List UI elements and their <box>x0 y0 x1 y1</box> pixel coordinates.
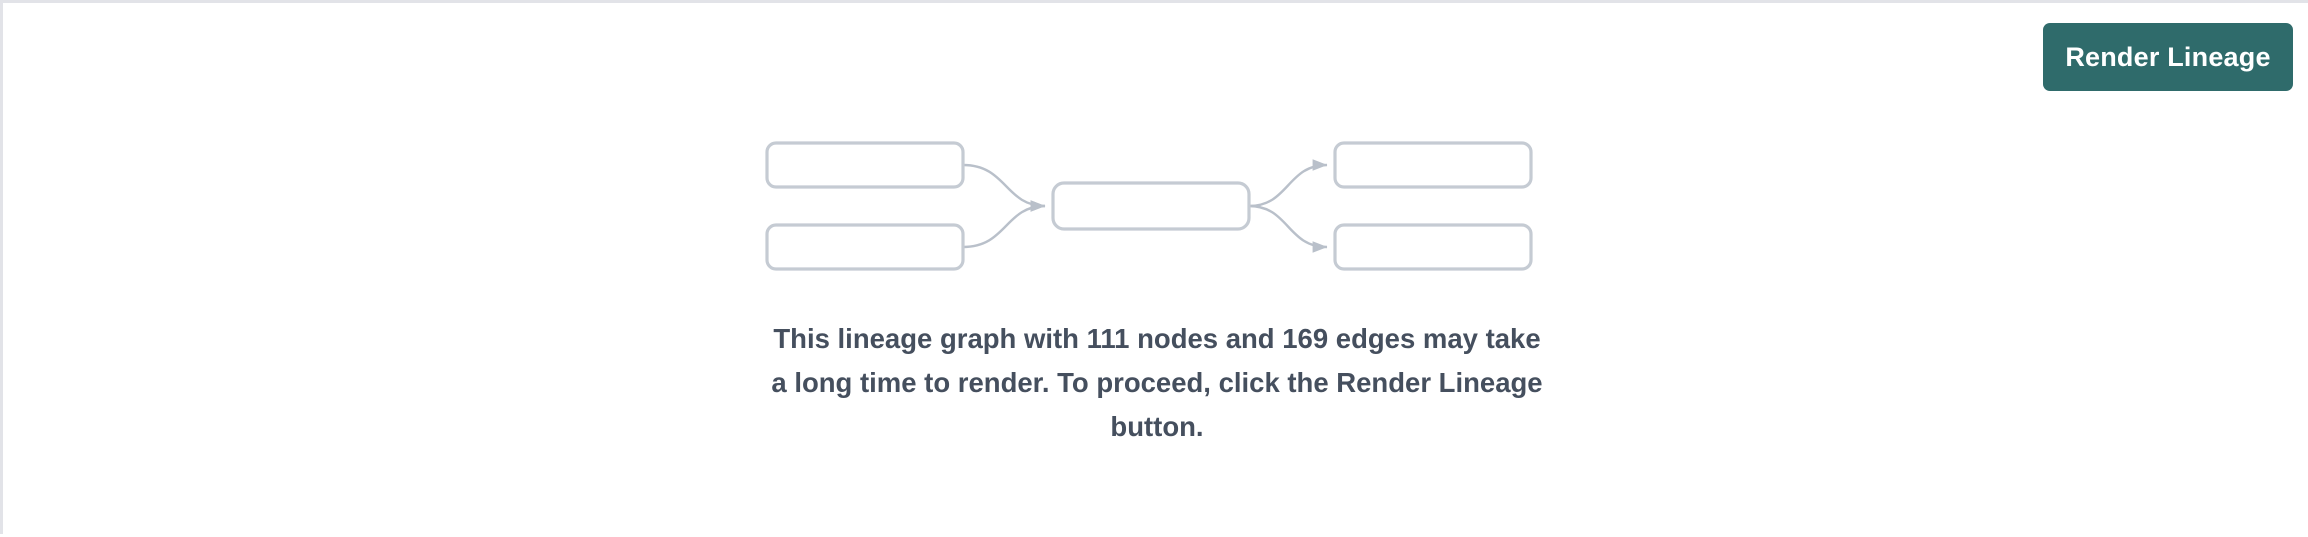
lineage-edge <box>1248 204 1328 253</box>
lineage-empty-state: This lineage graph with 111 nodes and 16… <box>3 3 2308 537</box>
lineage-node <box>1333 141 1533 189</box>
lineage-node <box>765 141 965 189</box>
lineage-node <box>1051 181 1251 231</box>
lineage-node <box>1333 223 1533 271</box>
render-lineage-button[interactable]: Render Lineage <box>2043 23 2293 91</box>
lineage-warning-message: This lineage graph with 111 nodes and 16… <box>771 323 1543 442</box>
lineage-graph-placeholder-icon <box>765 141 1533 271</box>
lineage-edge <box>1248 159 1328 208</box>
lineage-node <box>765 223 965 271</box>
lineage-edge <box>962 163 1046 212</box>
lineage-edge <box>962 200 1046 249</box>
